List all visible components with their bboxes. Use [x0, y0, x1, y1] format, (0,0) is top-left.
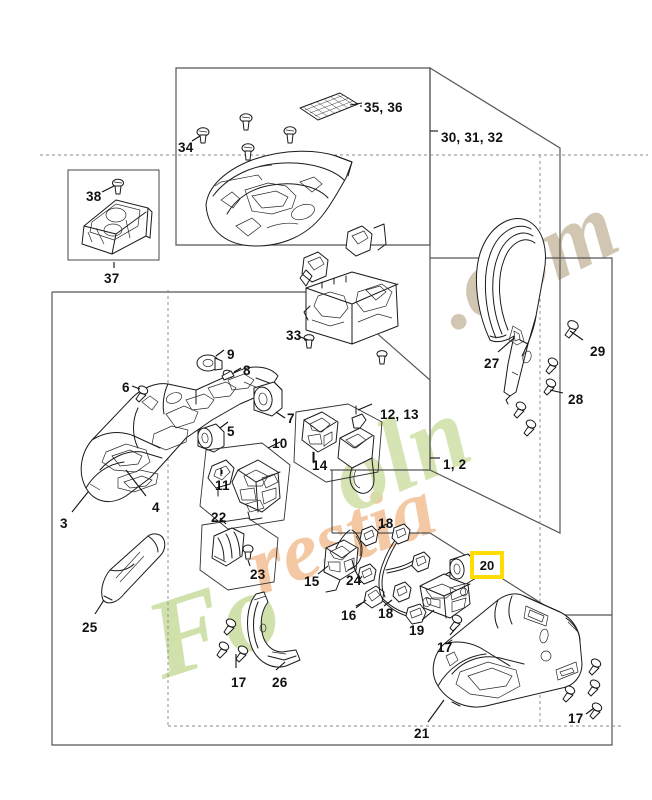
callout-9: 9 [227, 347, 235, 362]
screw [376, 350, 388, 365]
callout-4: 4 [152, 500, 160, 515]
callout-27: 27 [484, 356, 500, 371]
screw [588, 658, 602, 676]
callout-25: 25 [82, 620, 98, 635]
part-27-handle [475, 217, 546, 405]
part-9-bushing [196, 349, 225, 372]
group-hex-22-23 [199, 517, 279, 591]
callout-29: 29 [590, 344, 606, 359]
screw [523, 419, 537, 437]
screw [216, 641, 230, 659]
part-35-36-screen [299, 92, 359, 121]
callout-14: 14 [312, 458, 328, 473]
callout-37: 37 [104, 271, 120, 286]
screw [545, 357, 559, 375]
part-19-bracket [419, 569, 471, 621]
callout-21: 21 [414, 726, 430, 741]
callout-10: 10 [272, 436, 288, 451]
part-wiring-harness [378, 523, 431, 625]
callout-17-left: 17 [231, 675, 247, 690]
callout-7: 7 [287, 411, 295, 426]
part-top-cover [205, 150, 353, 247]
screw [112, 178, 124, 195]
part-21-housing [427, 593, 583, 723]
callout-18-lower: 18 [378, 606, 394, 621]
screw [589, 702, 603, 720]
part-17-screws-right [562, 658, 603, 720]
callout-17-mid: 17 [437, 640, 453, 655]
part-34-screws [196, 113, 297, 161]
part-23-screw [242, 544, 254, 567]
screw [196, 127, 210, 144]
leader-34 [191, 135, 201, 142]
screw [303, 334, 315, 349]
callout-35-36: 35, 36 [364, 100, 403, 115]
part-8-screw [221, 367, 242, 381]
callout-19: 19 [409, 623, 425, 638]
part-17-screw-19 [449, 614, 463, 636]
part-17-screws-left [216, 618, 249, 668]
screw [587, 679, 601, 697]
callout-12-13: 12, 13 [380, 407, 419, 422]
part-26-guard [247, 591, 301, 671]
part-12-13-switch [337, 405, 375, 494]
screw [283, 126, 297, 144]
callout-23: 23 [250, 567, 266, 582]
screw [239, 113, 253, 131]
leader-27 [497, 337, 515, 353]
part-3-4-housing [80, 366, 279, 503]
callout-30-31-32: 30, 31, 32 [441, 130, 504, 145]
screw [543, 378, 557, 396]
leader-3 [71, 491, 89, 513]
callout-33: 33 [286, 328, 302, 343]
callout-3: 3 [60, 516, 68, 531]
frame-right-panel [429, 66, 561, 534]
callout-38: 38 [86, 189, 102, 204]
callout-8: 8 [243, 363, 251, 378]
screw [513, 401, 527, 419]
part-cover-clips [299, 223, 387, 287]
part-6-screw [131, 385, 149, 403]
screw [235, 645, 249, 663]
callout-1-2: 1, 2 [443, 457, 467, 472]
callout-6: 6 [122, 380, 130, 395]
screw [241, 143, 255, 161]
callout-34: 34 [178, 140, 194, 155]
leader-33 [297, 335, 309, 341]
part-25-grip [94, 533, 166, 615]
callout-18-upper: 18 [378, 516, 394, 531]
callout-11: 11 [215, 478, 230, 493]
callout-16: 16 [341, 608, 357, 623]
part-18-connector-a [359, 523, 387, 547]
part-5-bushing [197, 421, 229, 453]
callout-5: 5 [227, 424, 235, 439]
callout-15: 15 [304, 574, 320, 589]
part-7-bushing [253, 381, 286, 419]
part-28-screws [513, 357, 564, 437]
part-16-terminal [355, 585, 385, 609]
callout-22: 22 [211, 510, 227, 525]
callout-24: 24 [346, 573, 362, 588]
part-33-tray [303, 271, 399, 365]
screw [562, 685, 576, 703]
part-18-connector-b [383, 581, 412, 607]
group-box-37 [67, 169, 160, 268]
group-hex-10-11 [199, 441, 291, 530]
highlighted-part-20[interactable]: 20 [470, 551, 504, 579]
callout-26: 26 [272, 675, 288, 690]
group-hex-12-13-14 [293, 403, 383, 494]
callout-17-right: 17 [568, 711, 584, 726]
part-24-connector [351, 559, 377, 585]
frame-main-body [51, 257, 613, 746]
callout-28: 28 [568, 392, 584, 407]
screw [223, 618, 237, 636]
highlighted-part-label: 20 [479, 557, 495, 573]
part-20-bushing [449, 552, 487, 585]
leader-4 [125, 469, 147, 497]
part-15-module [317, 529, 363, 593]
part-29-screw [564, 320, 584, 341]
